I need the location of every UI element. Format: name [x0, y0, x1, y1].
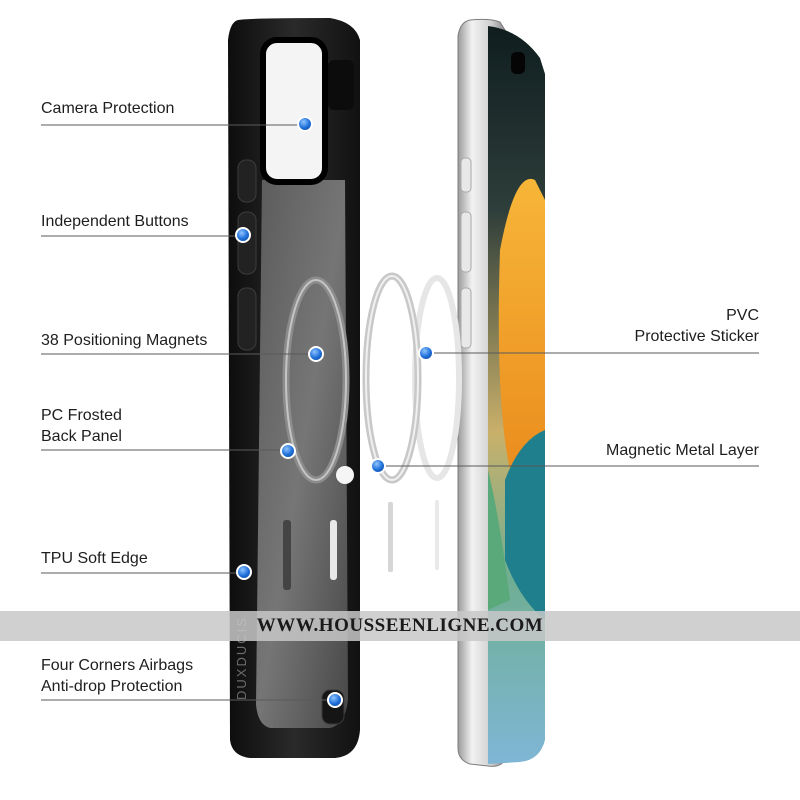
pointer-dot-airbags	[327, 692, 343, 708]
case-button-cover	[237, 159, 257, 203]
label-camera-protection: Camera Protection	[41, 100, 175, 117]
watermark-text: WWW.HOUSSEENLIGNE.COM	[256, 615, 544, 636]
label-pc-frosted-line2: Back Panel	[41, 428, 122, 445]
label-independent-buttons: Independent Buttons	[41, 213, 189, 230]
label-pvc-line1: PVC	[726, 307, 759, 324]
phone-side-button	[460, 157, 472, 193]
frosted-back-panel	[256, 180, 348, 728]
camera-window	[260, 37, 328, 185]
phone-device	[457, 18, 545, 767]
label-magnetic-metal-layer: Magnetic Metal Layer	[606, 442, 759, 459]
label-airbags-line1: Four Corners Airbags	[41, 657, 194, 674]
case-button-cover	[237, 211, 257, 275]
screen-teal-shape	[505, 430, 545, 620]
pointer-dot-pc-panel	[280, 443, 296, 459]
magnetic-metal-ring	[362, 272, 422, 572]
screen-orange-shape	[498, 178, 545, 520]
phone-case: DUXDUCIS	[228, 18, 360, 758]
label-positioning-magnets: 38 Positioning Magnets	[41, 332, 208, 349]
label-airbags-line2: Anti-drop Protection	[41, 678, 183, 695]
pointer-dot-tpu-edge	[236, 564, 252, 580]
pointer-dot-camera	[297, 116, 313, 132]
pointer-dots	[235, 116, 434, 708]
label-four-corners-airbags: Four Corners Airbags Anti-drop Protectio…	[41, 655, 193, 697]
case-button-cover	[237, 287, 257, 351]
pointer-dot-buttons	[235, 227, 251, 243]
label-tpu-soft-edge: TPU Soft Edge	[41, 550, 148, 567]
phone-side-button	[460, 211, 472, 273]
camera-cutout	[511, 52, 525, 74]
pvc-sticker-ring	[412, 275, 462, 570]
leader-lines	[41, 124, 759, 701]
pointer-dot-pvc	[418, 345, 434, 361]
screen-green-shape	[488, 470, 510, 610]
pointer-dot-magnets	[308, 346, 324, 362]
phone-side-button	[460, 287, 472, 349]
label-pc-frosted-back-panel: PC Frosted Back Panel	[41, 405, 122, 447]
label-pvc-line2: Protective Sticker	[634, 328, 759, 345]
watermark-band: WWW.HOUSSEENLIGNE.COM	[0, 611, 800, 641]
label-pvc-protective-sticker: PVC Protective Sticker	[635, 305, 759, 347]
pointer-dot-metal-layer	[370, 458, 386, 474]
label-pc-frosted-line1: PC Frosted	[41, 407, 122, 424]
